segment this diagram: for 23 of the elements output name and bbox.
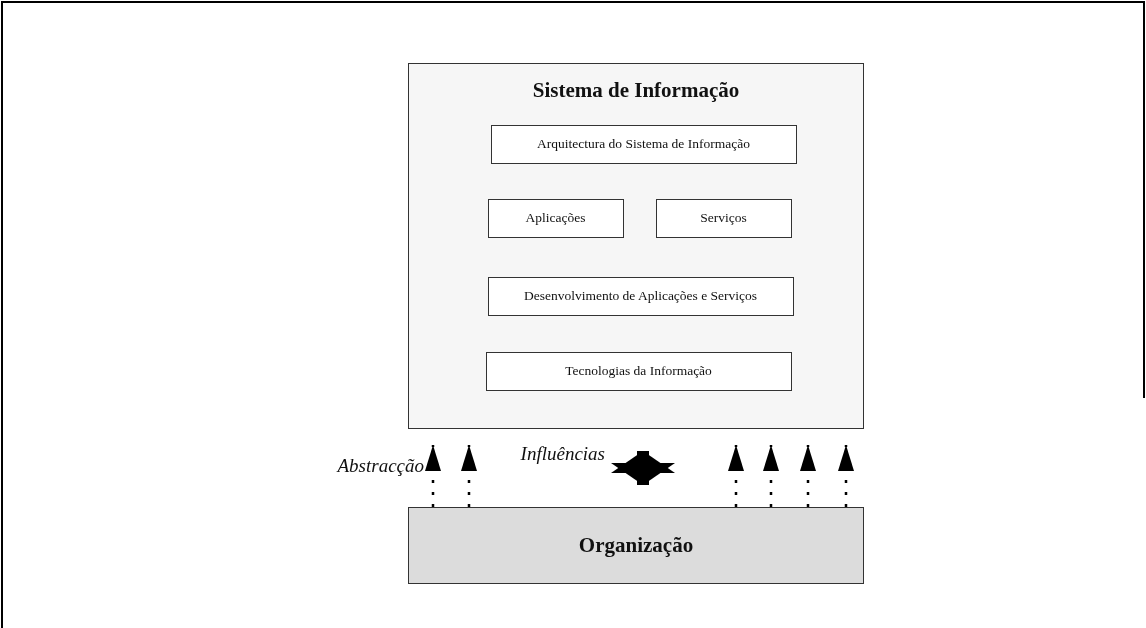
box-label: Serviços (700, 210, 747, 226)
annotation-label: Abstracção (337, 455, 424, 477)
process-box (485, 351, 792, 391)
process-box (408, 507, 864, 584)
dotted-arrow (838, 445, 854, 507)
box-label: Desenvolvimento de Aplicações e Serviços (523, 288, 758, 304)
box-label: Arquitectura do Sistema de Informação (537, 136, 750, 152)
dotted-arrow (800, 445, 816, 507)
container-box (408, 63, 864, 429)
dotted-arrow (461, 445, 477, 507)
process-box (490, 124, 797, 164)
dotted-arrow (728, 445, 744, 507)
process-box (487, 198, 624, 238)
box-label: Aplicações (525, 210, 586, 226)
box-label: Organização (578, 533, 694, 558)
double-arrow (611, 451, 675, 485)
dotted-arrow (425, 445, 441, 507)
process-box (487, 276, 794, 316)
container-title: Sistema de Informação (532, 78, 740, 103)
dotted-arrow (763, 445, 779, 507)
box-label: Tecnologias da Informação (565, 363, 712, 379)
annotation-label: Influências (520, 443, 605, 465)
process-box (655, 198, 792, 238)
